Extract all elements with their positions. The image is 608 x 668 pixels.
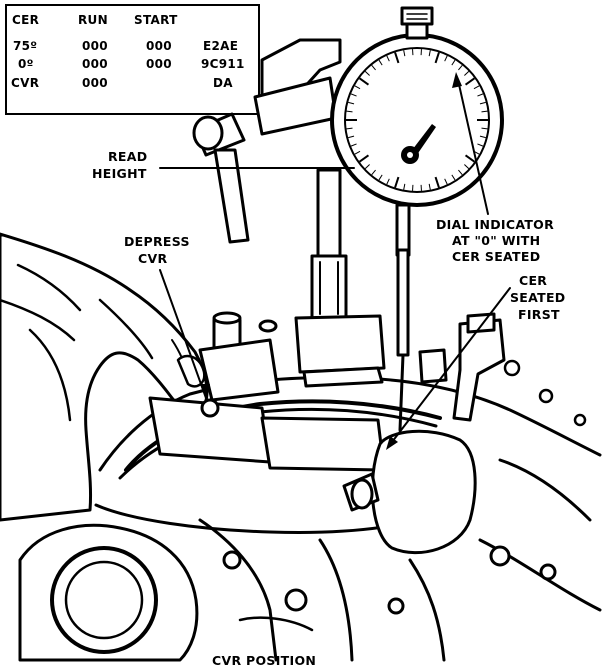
dial-tick <box>358 154 370 163</box>
callout-read-height: HEIGHT <box>92 166 147 181</box>
dial-tick <box>346 127 353 130</box>
leader-lines <box>159 72 511 450</box>
dial-tick <box>371 169 376 176</box>
callout-depress-cvr: CVR <box>138 251 167 266</box>
dial-tick <box>481 127 488 130</box>
dial-tick <box>473 85 480 90</box>
callout-dial-indicator: DIAL INDICATOR <box>436 217 554 232</box>
dial-tick <box>354 150 361 155</box>
spec-row-code: E2AE <box>203 39 238 53</box>
dial-tick <box>458 64 463 71</box>
spec-row-code: DA <box>213 76 233 90</box>
dial-tick <box>348 101 355 105</box>
hand-illustration <box>0 232 209 522</box>
spec-row-label: CVR <box>11 76 39 90</box>
spec-row-run: 000 <box>82 39 108 53</box>
dial-tick <box>458 169 463 176</box>
spec-row-start: 000 <box>146 39 172 53</box>
dial-tick <box>451 59 456 66</box>
dial-tick <box>428 183 431 190</box>
spec-row-start: 000 <box>146 57 172 71</box>
dial-tick <box>386 55 390 62</box>
spec-header-start: START <box>134 13 178 27</box>
spec-header-cer: CER <box>12 13 39 27</box>
dial-tick <box>464 77 476 86</box>
dial-tick <box>479 135 486 139</box>
dial-tick <box>479 101 486 105</box>
spec-header-run: RUN <box>78 13 108 27</box>
dial-tick <box>428 50 431 57</box>
dial-tick <box>378 174 383 181</box>
spec-row-label: 75º <box>13 39 37 53</box>
dial-tick <box>444 178 448 185</box>
callout-cer-seated-first: FIRST <box>518 307 560 322</box>
spec-row-run: 000 <box>82 57 108 71</box>
dial-tick <box>348 135 355 139</box>
dial-tick <box>350 143 357 147</box>
callout-dial-indicator: AT "0" WITH <box>452 233 540 248</box>
dial-tick <box>358 77 370 86</box>
dial-tick <box>464 154 476 163</box>
dial-indicator-assembly <box>192 6 504 432</box>
callout-dial-indicator: CER SEATED <box>452 249 540 264</box>
dial-tick <box>350 93 357 97</box>
dial-tick <box>477 143 484 147</box>
dial-tick <box>371 64 376 71</box>
callouts: READ HEIGHT DEPRESS CVR DIAL INDICATOR A… <box>92 149 566 668</box>
spec-table-border <box>5 4 260 115</box>
dial-tick <box>386 178 390 185</box>
callout-depress-cvr: DEPRESS <box>124 234 190 249</box>
dial-tick <box>464 71 470 76</box>
figure-caption: CVR POSITION <box>212 653 316 668</box>
spec-row-label: 0º <box>18 57 34 71</box>
dial-tick <box>346 110 353 113</box>
callout-cer-seated-first: CER <box>519 273 547 288</box>
callout-cer-seated-first: SEATED <box>510 290 566 305</box>
callout-read-height: READ <box>108 149 147 164</box>
dial-tick <box>364 71 370 76</box>
spec-row-code: 9C911 <box>201 57 245 71</box>
dial-ticks <box>346 49 488 191</box>
dial-tick <box>403 50 406 57</box>
dial-tick <box>394 176 400 188</box>
dial-tick <box>364 164 370 169</box>
dial-tick <box>378 59 383 66</box>
carburetor-body <box>18 311 602 662</box>
dial-tick <box>477 93 484 97</box>
spec-row-run: 000 <box>82 76 108 90</box>
spec-table: CER RUN START 75º 000 000 E2AE 0º 000 00… <box>5 4 260 115</box>
dial-tick <box>464 164 470 169</box>
dial-tick <box>403 183 406 190</box>
dial-tick <box>444 55 448 62</box>
dial-tick <box>434 176 440 188</box>
dial-tick <box>354 85 361 90</box>
dial-tick <box>451 174 456 181</box>
dial-tick <box>394 52 400 64</box>
dial-tick <box>434 52 440 64</box>
dial-tick <box>481 110 488 113</box>
